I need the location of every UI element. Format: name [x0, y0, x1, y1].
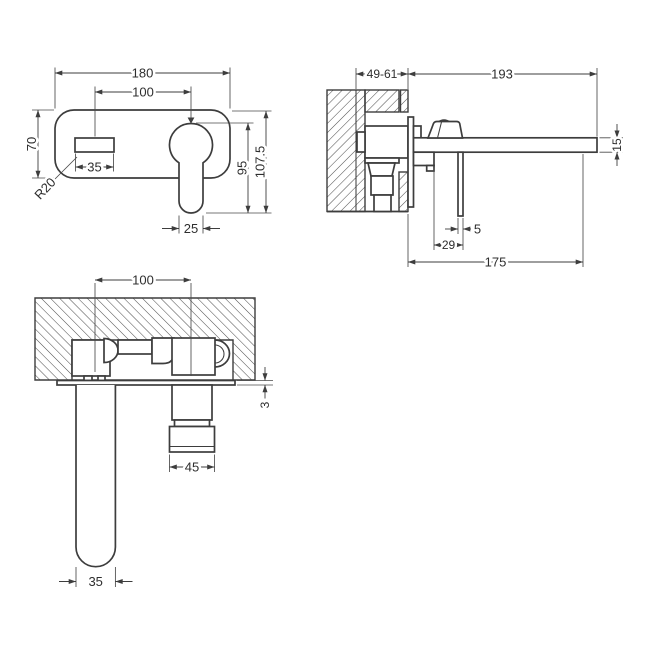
handle-knob-plan [168, 425, 216, 453]
dim-side-lever-offset: 29 [433, 168, 464, 255]
dim-front-port-spacing: 100 [94, 82, 192, 137]
spout-collar [412, 125, 422, 139]
mixer-middle-body [151, 337, 175, 365]
inlet-pipe [373, 194, 392, 213]
dim-front-width-label: 180 [132, 66, 154, 81]
wall-section-top-band [364, 89, 400, 113]
dim-side-spout-length-label: 193 [491, 67, 513, 82]
dim-plan-plate-thickness: 3 [237, 367, 275, 411]
dim-plan-port-spacing: 100 [94, 270, 192, 376]
dim-front-port-spacing-label: 100 [132, 85, 154, 100]
spout-plan [75, 385, 117, 568]
dim-side-spout-length: 193 [407, 64, 598, 137]
connector-bar [117, 339, 153, 355]
dim-front-handle-width: 25 [162, 215, 220, 239]
dim-front-overall-height-label: 107.5 [253, 146, 268, 179]
dim-front-handle-drop: 95 [196, 122, 254, 214]
front-view: 180 100 70 35 R20 95 [22, 63, 272, 239]
spout-side [412, 136, 598, 154]
dim-plan-spout-width: 35 [59, 567, 133, 592]
handle-neck-plan [173, 419, 211, 428]
dim-side-wall-depth-label: 49-61 [367, 67, 398, 81]
lever-socket [412, 151, 435, 167]
dim-front-plate-height: 70 [22, 109, 54, 179]
lever-socket-step [425, 164, 435, 172]
dim-front-spout-port-width: 35 [75, 153, 114, 177]
cartridge-dome-line [436, 121, 443, 139]
dim-plan-spout-width-label: 35 [88, 574, 102, 589]
cartridge-body-plan [171, 337, 216, 376]
dim-front-plate-height-label: 70 [24, 137, 39, 151]
dim-side-spout-height: 15 [599, 124, 627, 166]
dim-side-lever-offset-label: 29 [442, 238, 456, 252]
faceplate-plan [56, 379, 236, 386]
dim-front-overall-height: 107.5 [206, 110, 272, 214]
handle-stem-plan [171, 384, 213, 421]
spout-port-front [74, 137, 115, 153]
connector-boss-left [103, 337, 119, 364]
wall-section-top-tab [399, 89, 409, 113]
inlet-body [370, 175, 394, 196]
dim-side-spout-projection: 175 [407, 154, 584, 272]
dim-front-width: 180 [54, 63, 231, 109]
cartridge-boss-outer [214, 339, 231, 368]
dim-side-lever-width-label: 5 [474, 222, 481, 237]
plan-view: 100 3 45 35 [34, 270, 275, 592]
dim-side-lever-width: 5 [445, 218, 484, 250]
inlet-neck [366, 162, 397, 177]
dim-plan-port-spacing-label: 100 [132, 273, 154, 288]
valve-body-stub [356, 131, 366, 153]
cartridge-boss-inner [214, 344, 225, 364]
dim-side-spout-projection-label: 175 [485, 255, 507, 270]
dim-side-spout-height-label: 15 [610, 138, 624, 152]
cartridge-dome [426, 120, 464, 139]
handle-front [168, 122, 214, 214]
dim-plan-plate-thickness-label: 3 [258, 401, 272, 408]
dim-front-handle-width-label: 25 [184, 221, 198, 236]
dim-plan-handle-width-label: 45 [185, 460, 199, 475]
wall-section-plan [34, 297, 256, 381]
lever-side [457, 151, 464, 217]
side-view: 49-61 193 15 5 29 [326, 64, 627, 272]
cartridge-cap [437, 119, 451, 122]
dim-front-spout-port-width-label: 35 [87, 160, 101, 175]
dim-front-handle-drop-label: 95 [235, 161, 250, 175]
valve-body-side [364, 125, 409, 159]
dim-plan-handle-width: 45 [169, 454, 215, 477]
dim-side-wall-depth: 49-61 [355, 65, 409, 89]
dim-front-corner-radius-label: R20 [31, 175, 58, 203]
wall-section-bottom-tab [398, 171, 409, 213]
